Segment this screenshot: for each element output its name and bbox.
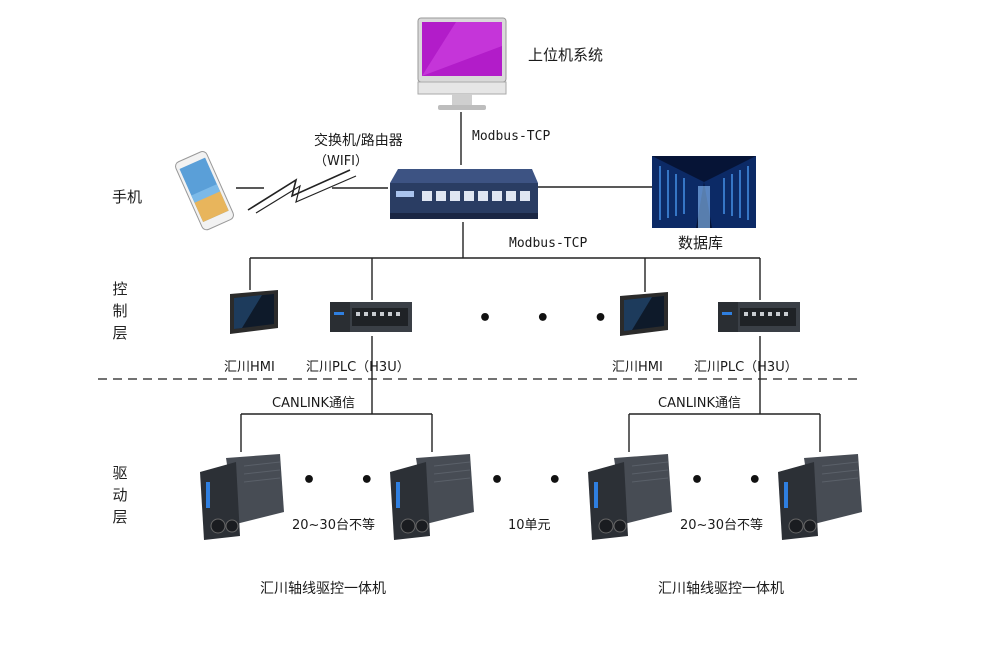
drive-name-left: 汇川轴线驱控一体机 [260, 581, 386, 597]
drive-unit-3 [584, 452, 674, 544]
servo-drive-icon [778, 454, 862, 540]
host-label: 上位机系统 [528, 46, 604, 64]
hmi-panel-icon [620, 292, 668, 336]
plc-module-icon [718, 302, 800, 332]
servo-drive-icon [390, 454, 474, 540]
servo-drive-icon [200, 454, 284, 540]
hmi-left-label: 汇川HMI [224, 360, 275, 375]
hmi-right-label: 汇川HMI [612, 360, 663, 375]
wifi-label: （WIFI） [314, 154, 368, 169]
network-switch [386, 165, 538, 223]
hmi-left [222, 288, 282, 338]
wireless-zigzag [247, 169, 351, 211]
monitor-icon [417, 17, 507, 110]
drive-unit-2 [386, 452, 476, 544]
server-room-icon [652, 156, 756, 228]
units-label: 10单元 [508, 518, 551, 533]
database-label: 数据库 [678, 234, 724, 252]
modbus-top-label: Modbus-TCP [472, 129, 551, 144]
database-server [652, 156, 756, 228]
plc-right [716, 298, 802, 336]
plc-right-label: 汇川PLC（H3U） [694, 360, 798, 375]
phone-device [172, 150, 236, 234]
control-layer-label: 控 制 层 [112, 280, 128, 342]
drive-unit-1 [196, 452, 286, 544]
hmi-panel-icon [230, 290, 278, 334]
smartphone-icon [175, 151, 234, 231]
hmi-right [612, 290, 672, 340]
plc-left [328, 298, 414, 336]
switch-label: 交换机/路由器 [314, 133, 403, 149]
canlink-left-label: CANLINK通信 [272, 396, 356, 411]
drive-layer-label: 驱 动 层 [112, 464, 128, 526]
count-left-label: 20~30台不等 [292, 518, 375, 533]
control-ellipsis: • • • [478, 306, 626, 331]
drive-unit-4 [774, 452, 864, 544]
drive-name-right: 汇川轴线驱控一体机 [658, 581, 784, 597]
plc-left-label: 汇川PLC（H3U） [306, 360, 410, 375]
modbus-mid-label: Modbus-TCP [509, 236, 588, 251]
phone-label: 手机 [112, 188, 143, 206]
plc-module-icon [330, 302, 412, 332]
host-monitor [416, 16, 508, 112]
canlink-right-label: CANLINK通信 [658, 396, 742, 411]
servo-drive-icon [588, 454, 672, 540]
count-right-label: 20~30台不等 [680, 518, 763, 533]
network-switch-icon [390, 169, 538, 219]
